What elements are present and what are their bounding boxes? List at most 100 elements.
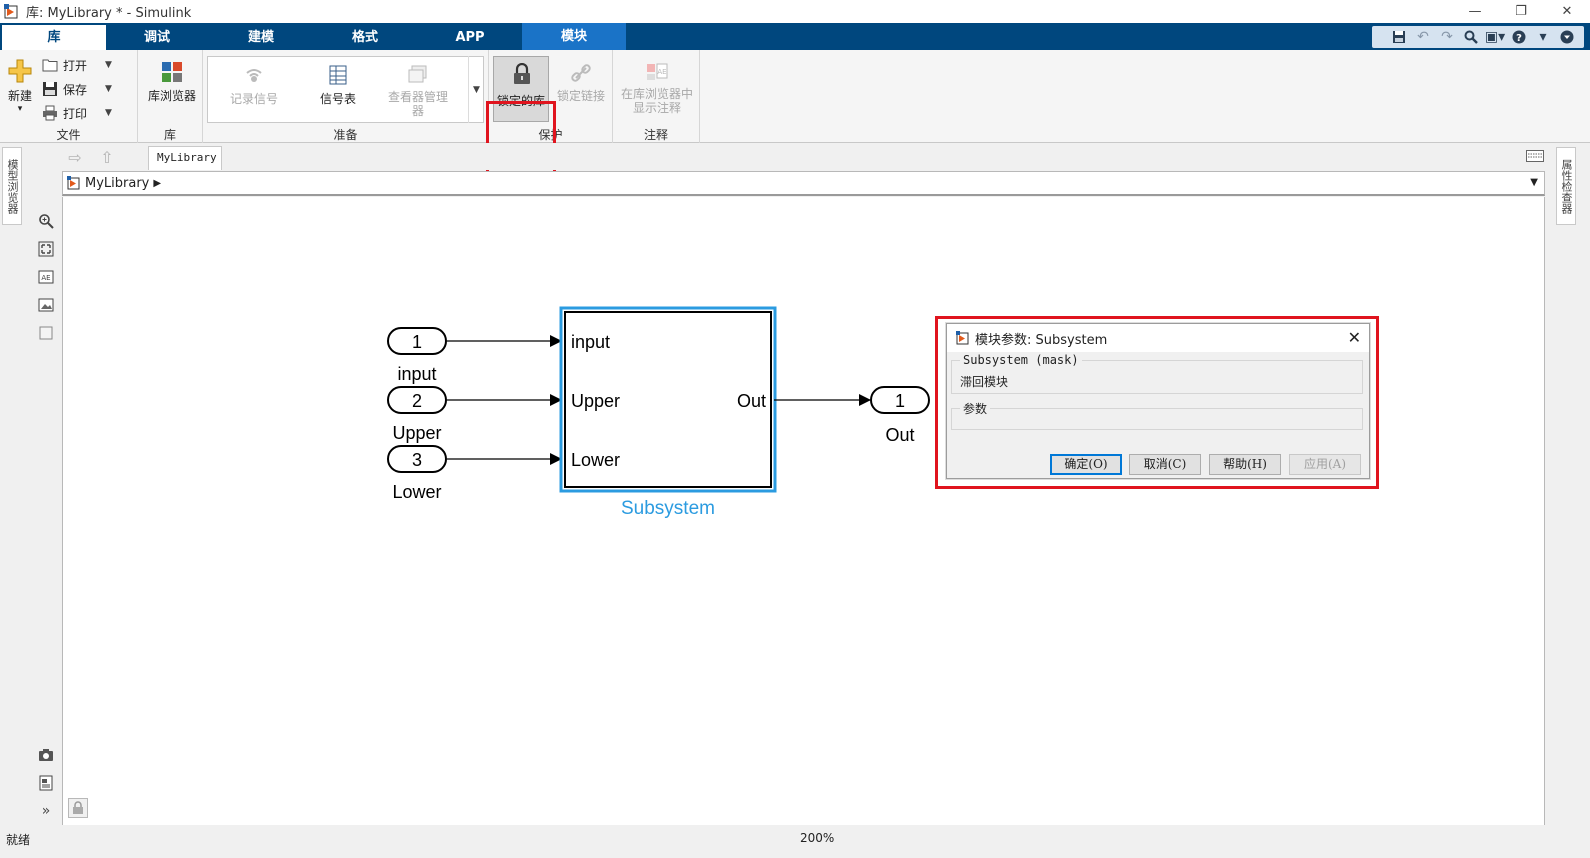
tab-format[interactable]: 格式 (351, 30, 378, 45)
model-browser-tab[interactable]: 模型浏览器 (2, 147, 22, 225)
printer-icon (43, 105, 57, 121)
address-bar[interactable]: MyLibrary ▶ ▼ (62, 171, 1545, 196)
save-button[interactable]: 保存 ▼ (42, 78, 112, 100)
cancel-button[interactable]: 取消(C) (1129, 454, 1201, 475)
floppy-icon (43, 82, 57, 96)
save-label: 保存 (63, 82, 88, 97)
search-icon[interactable] (1460, 27, 1482, 47)
find-options-icon[interactable]: ▣▾ (1484, 29, 1506, 45)
highlight-box-dialog (935, 316, 1379, 489)
image-tool-icon[interactable] (37, 296, 55, 314)
wifi-signal-icon (246, 69, 262, 82)
restore-button[interactable]: ❐ (1515, 4, 1527, 19)
zoom-icon[interactable] (37, 212, 55, 230)
prepare-group-label: 准备 (333, 128, 358, 142)
camera-icon[interactable] (37, 746, 55, 764)
subsystem-port-upper: Upper (571, 391, 620, 411)
report-icon[interactable] (37, 774, 55, 792)
inport-3-name[interactable]: Lower (392, 482, 441, 502)
inport-2-number: 2 (412, 391, 422, 411)
open-button[interactable]: 打开 ▼ (42, 54, 112, 76)
title-bar: 库: MyLibrary * - Simulink — ❐ ✕ (0, 0, 1590, 23)
outport-block-1[interactable]: 1 (870, 386, 930, 414)
lock-links-button[interactable]: 锁定链接 (555, 62, 607, 104)
prepare-group: 准备 (203, 50, 489, 143)
gallery-expand-icon[interactable]: ▼ (468, 56, 484, 123)
apply-button[interactable]: 应用(A) (1289, 454, 1361, 475)
zoom-level: 200% (800, 831, 835, 845)
diagram-canvas[interactable]: 1 input 2 Upper 3 Lower input Upper Lowe… (62, 197, 1545, 825)
breadcrumb-arrow-icon: ▶ (153, 177, 162, 189)
file-group: 新建 ▾ 打开 ▼ 保存 ▼ 打印 ▼ 文件 (0, 50, 138, 143)
file-group-label: 文件 (56, 128, 81, 142)
inport-block-1[interactable]: 1 (387, 327, 447, 355)
keyboard-icon[interactable] (1526, 150, 1544, 165)
up-arrow-icon[interactable]: ⇧ (100, 147, 114, 167)
library-lock-status-icon[interactable] (68, 798, 88, 818)
new-button[interactable]: 新建 ▾ (4, 58, 36, 114)
viewer-manager-button[interactable]: 查看器管理器 (386, 63, 450, 118)
new-dropdown-icon: ▾ (17, 104, 23, 114)
double-chevron-icon[interactable]: » (41, 803, 51, 819)
chevron-down-icon[interactable]: ▾ (1539, 29, 1547, 45)
log-signal-button[interactable]: 记录信号 (216, 63, 292, 107)
protect-group-label: 保护 (538, 128, 563, 142)
inport-block-3[interactable]: 3 (387, 445, 447, 473)
print-dropdown-icon: ▼ (105, 108, 112, 118)
minimize-button[interactable]: — (1468, 4, 1482, 19)
print-button[interactable]: 打印 ▼ (42, 102, 112, 124)
model-tab-mylibrary[interactable]: MyLibrary (148, 146, 222, 170)
tab-block[interactable]: 模块 (522, 23, 626, 50)
breadcrumb-mylibrary[interactable]: MyLibrary (85, 175, 150, 191)
address-dropdown-icon[interactable]: ▼ (1530, 177, 1538, 188)
save-icon[interactable] (1388, 27, 1410, 47)
show-annotations-button[interactable]: AE 在库浏览器中显示注释 (619, 60, 695, 115)
library-group-label: 库 (163, 128, 176, 142)
dialog-title-bar: 模块参数: Subsystem (947, 324, 1369, 352)
property-inspector-tab[interactable]: 属性检查器 (1556, 147, 1576, 225)
undo-icon[interactable]: ↶ (1417, 29, 1429, 45)
mask-section-title: Subsystem (mask) (960, 353, 1082, 367)
help-button[interactable]: 帮助(H) (1209, 454, 1281, 475)
navigation-bar: ⇦ ⇨ ⇧ MyLibrary (24, 143, 1552, 170)
mask-description-fieldset: Subsystem (mask) 滞回模块 (951, 353, 1363, 394)
outport-1-name[interactable]: Out (885, 425, 914, 445)
close-icon[interactable]: ✕ (1347, 328, 1361, 347)
editor-toolbar: AE » (24, 143, 62, 828)
tab-apps[interactable]: APP (455, 30, 485, 45)
redo-icon[interactable]: ↷ (1441, 29, 1453, 45)
right-side-strip: 属性检查器 (1552, 143, 1590, 843)
signal-table-label: 信号表 (319, 92, 356, 106)
help-icon[interactable]: ? (1508, 27, 1530, 47)
annotation-group-label: 注释 (643, 128, 668, 142)
ok-button[interactable]: 确定(O) (1050, 454, 1122, 475)
collapse-ribbon-icon[interactable] (1556, 27, 1578, 47)
diagram-svg: 1 input 2 Upper 3 Lower input Upper Lowe… (387, 306, 930, 519)
prepare-gallery: 记录信号 信号表 查看器管理器 (207, 56, 484, 123)
new-plus-icon (8, 59, 32, 83)
tab-debug[interactable]: 调试 (143, 30, 170, 45)
open-dropdown-icon: ▼ (105, 60, 112, 70)
tab-modeling[interactable]: 建模 (247, 30, 274, 45)
fit-view-icon[interactable] (37, 240, 55, 258)
svg-text:AE: AE (41, 274, 50, 282)
close-window-button[interactable]: ✕ (1561, 4, 1573, 19)
signal-table-button[interactable]: 信号表 (300, 63, 376, 107)
forward-arrow-icon[interactable]: ⇨ (68, 147, 82, 167)
subsystem-port-lower: Lower (571, 450, 620, 470)
area-tool-icon[interactable] (37, 324, 55, 342)
ribbon-tab-bar: 库 调试 建模 格式 APP 模块 ↶ ↷ ▣▾ ? ▾ (0, 23, 1590, 50)
parameters-fieldset: 参数 (951, 400, 1363, 430)
inport-1-name[interactable]: input (397, 364, 436, 384)
annotation-tool-icon[interactable]: AE (37, 268, 55, 286)
table-icon (329, 65, 347, 85)
subsystem-block[interactable] (564, 311, 772, 488)
svg-text:AE: AE (657, 68, 666, 76)
library-browser-button[interactable]: 库浏览器 (142, 60, 202, 104)
inport-2-name[interactable]: Upper (392, 423, 441, 443)
locked-library-button[interactable]: 锁定的库 (493, 56, 549, 122)
subsystem-name[interactable]: Subsystem (621, 498, 715, 519)
tab-library[interactable]: 库 (2, 25, 106, 50)
inport-block-2[interactable]: 2 (387, 386, 447, 414)
link-icon (571, 64, 591, 82)
